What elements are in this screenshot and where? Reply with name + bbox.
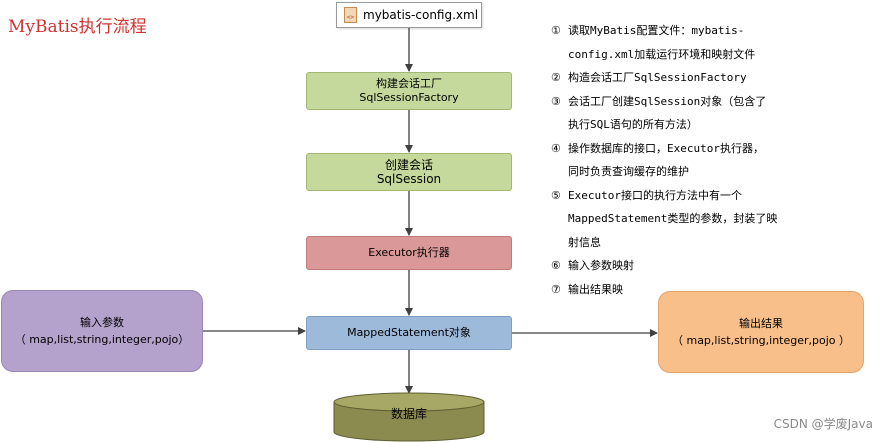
step-text: 同时负责查询缓存的维护	[568, 165, 689, 178]
input-params-node: 输入参数 （ map,list,string,integer,pojo）	[1, 290, 203, 372]
step-number: ③	[551, 94, 561, 108]
factory-node: 构建会话工厂 SqlSessionFactory	[306, 72, 512, 110]
step-number: ④	[551, 141, 561, 155]
session-label: 创建会话	[384, 158, 433, 172]
steps-list: ① 读取MyBatis配置文件：mybatis-config.xml加载运行环境和…	[551, 19, 881, 301]
step-number: ⑥	[551, 259, 561, 272]
step-item: ⑥ 输入参数映射	[551, 254, 881, 278]
step-text: 构造会话工厂SqlSessionFactory	[568, 71, 747, 84]
step-item: ⑤ Executor接口的执行方法中有一个 MappedStatement类型的参数…	[551, 184, 881, 255]
factory-class: SqlSessionFactory	[359, 91, 459, 104]
database-cylinder	[333, 392, 485, 442]
step-item: ② 构造会话工厂SqlSessionFactory	[551, 66, 881, 90]
config-file-label: mybatis-config.xml	[363, 8, 479, 22]
step-item: ③ 会话工厂创建SqlSession对象（包含了执行SQL语句的所有方法）	[551, 90, 881, 137]
step-item: ① 读取MyBatis配置文件：mybatis-config.xml加载运行环境和…	[551, 19, 881, 66]
output-results-node: 输出结果 （ map,list,string,integer,pojo ）	[658, 291, 864, 373]
output-results-types: （ map,list,string,integer,pojo ）	[671, 333, 851, 347]
step-number: ①	[551, 24, 561, 37]
mapped-statement-label: MappedStatement对象	[347, 326, 471, 339]
factory-label: 构建会话工厂	[376, 77, 442, 90]
xml-file-icon	[344, 7, 357, 23]
step-text: 读取MyBatis配置文件：mybatis-	[568, 24, 745, 37]
step-text: Executor接口的执行方法中有一个	[568, 188, 742, 202]
config-file-node: mybatis-config.xml	[336, 2, 482, 28]
executor-node: Executor执行器	[306, 236, 512, 270]
step-text: 输出结果映	[568, 282, 623, 296]
step-number: ⑦	[551, 282, 561, 296]
output-results-label: 输出结果	[739, 316, 783, 330]
diagram-title: MyBatis执行流程	[8, 17, 147, 37]
step-item: ⑦ 输出结果映	[551, 278, 881, 302]
mapped-statement-node: MappedStatement对象	[306, 316, 512, 350]
step-text: 射信息	[568, 235, 601, 249]
watermark: CSDN @学废Java	[773, 417, 873, 431]
step-text: MappedStatement类型的参数，封装了映	[568, 212, 778, 225]
step-number: ⑤	[551, 188, 561, 202]
step-text: config.xml加载运行环境和映射文件	[568, 47, 756, 61]
executor-label: Executor执行器	[368, 246, 450, 259]
step-text: 操作数据库的接口，Executor执行器，	[568, 141, 764, 155]
step-item: ④ 操作数据库的接口，Executor执行器， 同时负责查询缓存的维护	[551, 137, 881, 184]
database-label: 数据库	[390, 407, 427, 421]
step-text: 执行SQL语句的所有方法）	[568, 118, 698, 131]
session-node: 创建会话 SqlSession	[306, 153, 512, 191]
step-text: 会话工厂创建SqlSession对象（包含了	[568, 94, 767, 108]
step-text: 输入参数映射	[568, 259, 634, 272]
input-params-label: 输入参数	[80, 315, 124, 329]
input-params-types: （ map,list,string,integer,pojo）	[14, 332, 190, 346]
step-number: ②	[551, 71, 561, 84]
session-class: SqlSession	[376, 172, 442, 186]
